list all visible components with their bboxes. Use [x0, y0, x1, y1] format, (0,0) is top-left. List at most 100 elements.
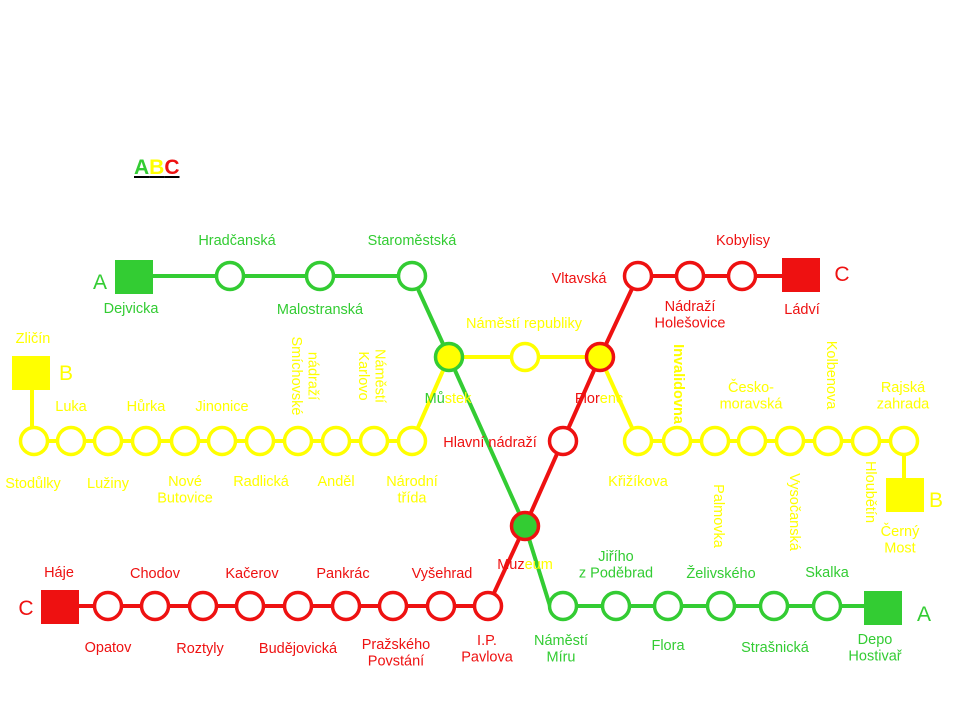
station-label-line: Rajská	[881, 380, 926, 396]
station-label-part: stek	[445, 391, 472, 407]
station-label-line: Depo	[858, 632, 893, 648]
station-label-line: Radlická	[233, 474, 290, 490]
terminal-letter-c: C	[18, 597, 33, 620]
station-label-ladvi: Ládví	[784, 302, 819, 318]
station-label-karlovo-namesti: KarlovoNáměstí	[355, 349, 388, 403]
station-label-flora: Flora	[651, 638, 685, 654]
station-label-line: Náměstí republiky	[466, 316, 583, 332]
station-label-kacerov: Kačerov	[225, 566, 279, 582]
station-invalidovna	[661, 425, 693, 457]
abc-legend: ABC	[134, 156, 180, 180]
station-nove-butovice	[169, 425, 201, 457]
station-kolbenova	[812, 425, 844, 457]
station-pankrac	[330, 590, 362, 622]
station-label-smichovske-nadrazi: Smíchovskénádraží	[288, 337, 321, 416]
station-label-line: Lužiny	[87, 476, 130, 492]
station-label-kolbenova: Kolbenova	[823, 341, 839, 410]
station-label-staromestska: Staroměstská	[368, 233, 458, 249]
terminal-letter-a: A	[93, 271, 107, 294]
station-strasnicka	[758, 590, 790, 622]
terminal-ladvi	[782, 258, 820, 292]
station-label-line: Kolbenova	[823, 341, 839, 410]
terminal-cerny-most	[886, 478, 924, 512]
station-label-line: Hradčanská	[198, 233, 276, 249]
transfer-station-muzeum	[509, 510, 541, 542]
station-skalka	[811, 590, 843, 622]
station-label-zelivskeho: Želivského	[686, 565, 755, 582]
station-label-roztyly: Roztyly	[176, 641, 224, 657]
station-label-part: enc	[600, 391, 623, 407]
station-malostranska	[304, 260, 336, 292]
station-palmovka	[699, 425, 731, 457]
station-hurka	[130, 425, 162, 457]
terminal-letter-b: B	[59, 362, 73, 385]
station-label-luka: Luka	[55, 399, 87, 415]
station-label-line: Háje	[44, 565, 74, 581]
station-label-namesti-republiky: Náměstí republiky	[466, 316, 583, 332]
station-label-line: Malostranská	[277, 302, 364, 318]
station-label-line: Invalidovna	[670, 344, 686, 425]
station-label-line: Opatov	[85, 640, 132, 656]
station-hradcanska	[214, 260, 246, 292]
station-label-line: Luka	[55, 399, 87, 415]
station-label-line: Roztyly	[176, 641, 224, 657]
station-budejovicka	[282, 590, 314, 622]
station-label-vltavska: Vltavská	[552, 271, 608, 287]
station-kacerov	[234, 590, 266, 622]
station-label-line: Pankrác	[316, 566, 369, 582]
station-ceskomoravska	[736, 425, 768, 457]
station-label-andel: Anděl	[317, 474, 354, 490]
station-label-invalidovna: Invalidovna	[670, 344, 686, 425]
station-label-line: Jinonice	[195, 399, 248, 415]
terminal-depo-hostivar	[864, 591, 902, 625]
station-label-line: Vysočanská	[786, 473, 802, 552]
station-prazskeho-povstani	[377, 590, 409, 622]
station-label-palmovka: Palmovka	[710, 484, 726, 549]
legend-c: C	[164, 156, 180, 179]
station-rajska-zahrada	[888, 425, 920, 457]
station-radlicka	[244, 425, 276, 457]
station-label-hurka: Hůrka	[127, 399, 167, 415]
station-roztyly	[187, 590, 219, 622]
station-label-line: moravská	[720, 397, 784, 413]
station-vysehrad	[425, 590, 457, 622]
station-label-line: Chodov	[130, 566, 181, 582]
station-label-malostranska: Malostranská	[277, 302, 364, 318]
station-label-vysocanska: Vysočanská	[786, 473, 802, 552]
station-label-line: Most	[884, 541, 915, 557]
station-label-hlavni-nadrazi: Hlavní nádraží	[443, 435, 537, 451]
station-label-line: Náměstí	[371, 349, 387, 403]
station-label-line: Národní	[386, 474, 438, 490]
terminal-letter-b: B	[929, 489, 943, 512]
station-hlavni-nadrazi	[547, 425, 579, 457]
station-label-budejovicka: Budějovická	[259, 641, 338, 657]
station-label-line: Hlavní nádraží	[443, 435, 537, 451]
station-label-line: Hloubětín	[862, 461, 878, 523]
station-label-line: Želivského	[686, 565, 755, 582]
station-label-line: nádraží	[304, 352, 320, 400]
station-karlovo-namesti	[358, 425, 390, 457]
station-label-opatov: Opatov	[85, 640, 132, 656]
station-stodulky	[18, 425, 50, 457]
station-label-line: Černý	[881, 523, 920, 540]
station-label-line: Vltavská	[552, 271, 608, 287]
station-label-line: Česko-	[728, 379, 774, 396]
terminal-haje	[41, 590, 79, 624]
station-label-line: Pražského	[362, 637, 431, 653]
station-label-line: Nové	[168, 474, 202, 490]
station-label-ip-pavlova: I.P.Pavlova	[461, 633, 514, 666]
station-label-haje: Háje	[44, 565, 74, 581]
station-label-line: Míru	[547, 650, 576, 666]
station-flora	[652, 590, 684, 622]
station-jiriho-z-podebrad	[600, 590, 632, 622]
station-label-muzeum: Muzeum	[497, 557, 553, 573]
station-label-stodulky: Stodůlky	[5, 476, 61, 492]
station-label-hloubetin: Hloubětín	[862, 461, 878, 523]
